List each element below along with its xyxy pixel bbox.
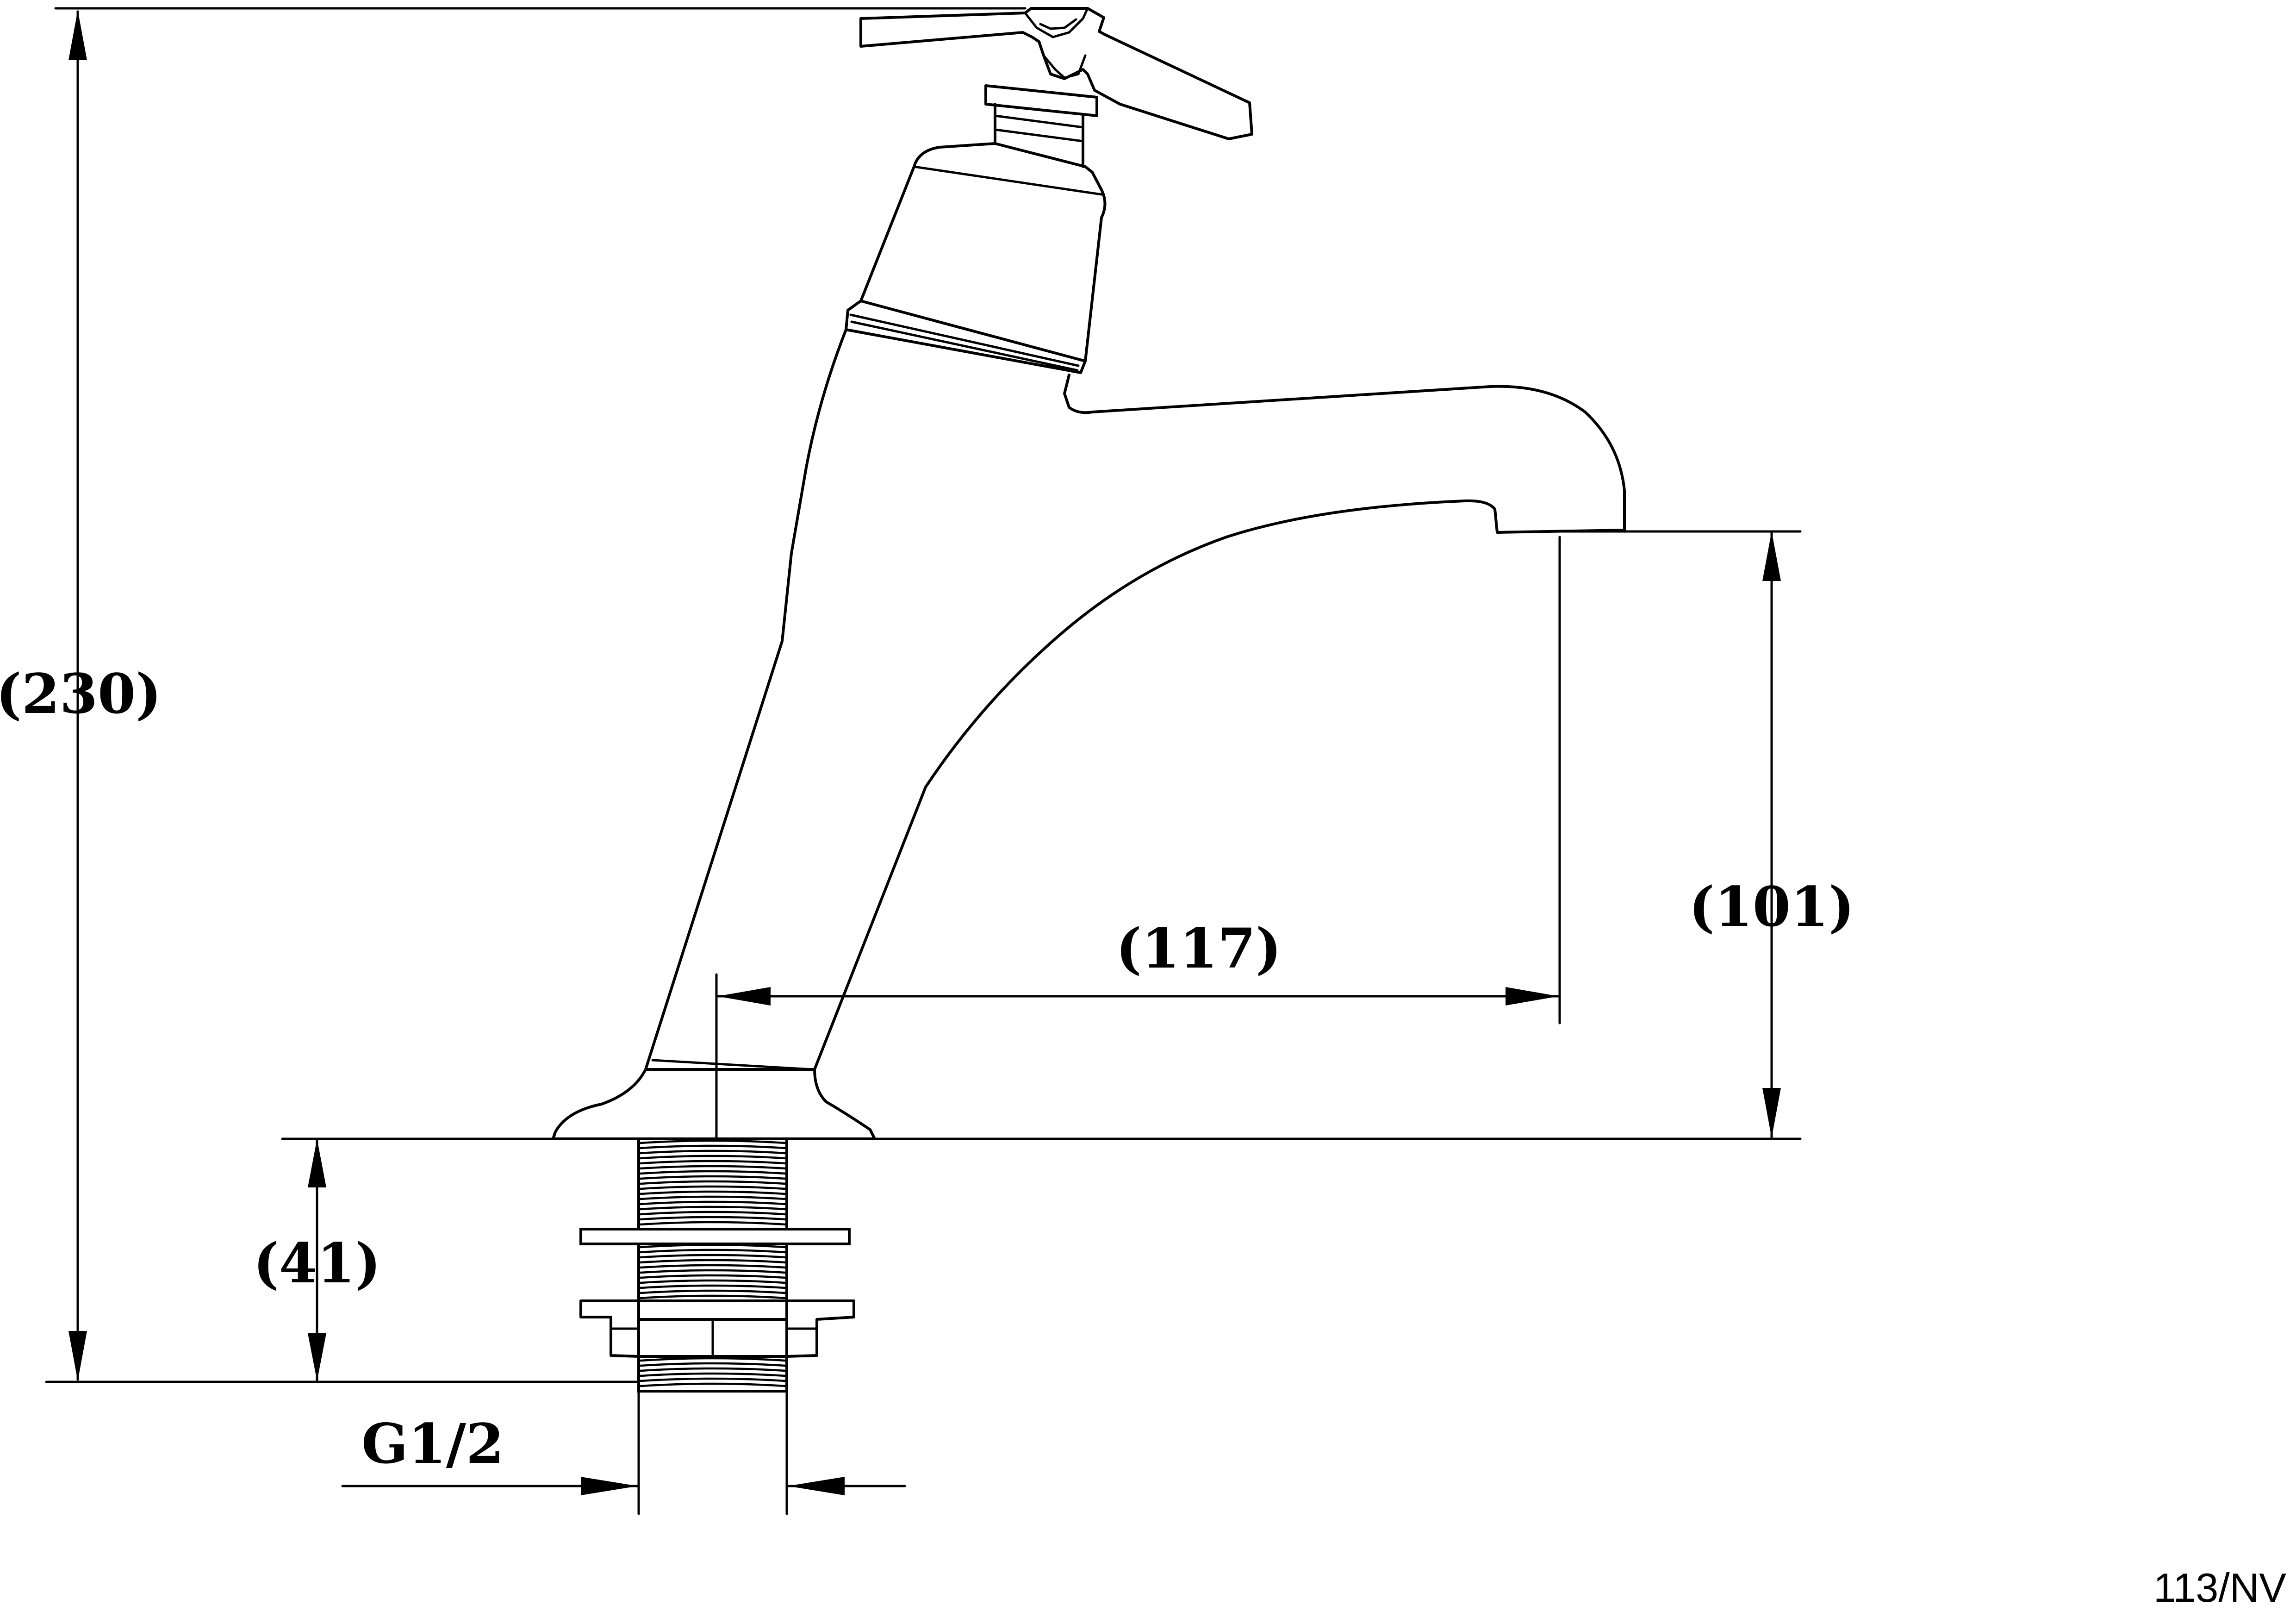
washer [579, 1228, 851, 1245]
headwork-bell [859, 142, 1107, 362]
tap-outline [552, 7, 1626, 1140]
dimension-lines [45, 7, 1802, 1515]
threaded-shank [579, 1137, 855, 1393]
thread-size-label: G1/2 [361, 1412, 504, 1476]
overall-height-label: (230) [0, 662, 162, 726]
base-flange [552, 1068, 876, 1140]
handle-collar [984, 84, 1098, 117]
body-ring [845, 300, 1087, 374]
cross-handle [859, 7, 1253, 140]
shank-length-label: (41) [253, 1231, 381, 1295]
spout-height-label: (101) [1689, 874, 1854, 939]
spout-reach-label: (117) [1116, 916, 1282, 981]
spout-outline [813, 374, 1626, 1071]
body-left-edge [644, 328, 847, 1071]
product-code: 113/NV [2153, 1565, 2286, 1611]
